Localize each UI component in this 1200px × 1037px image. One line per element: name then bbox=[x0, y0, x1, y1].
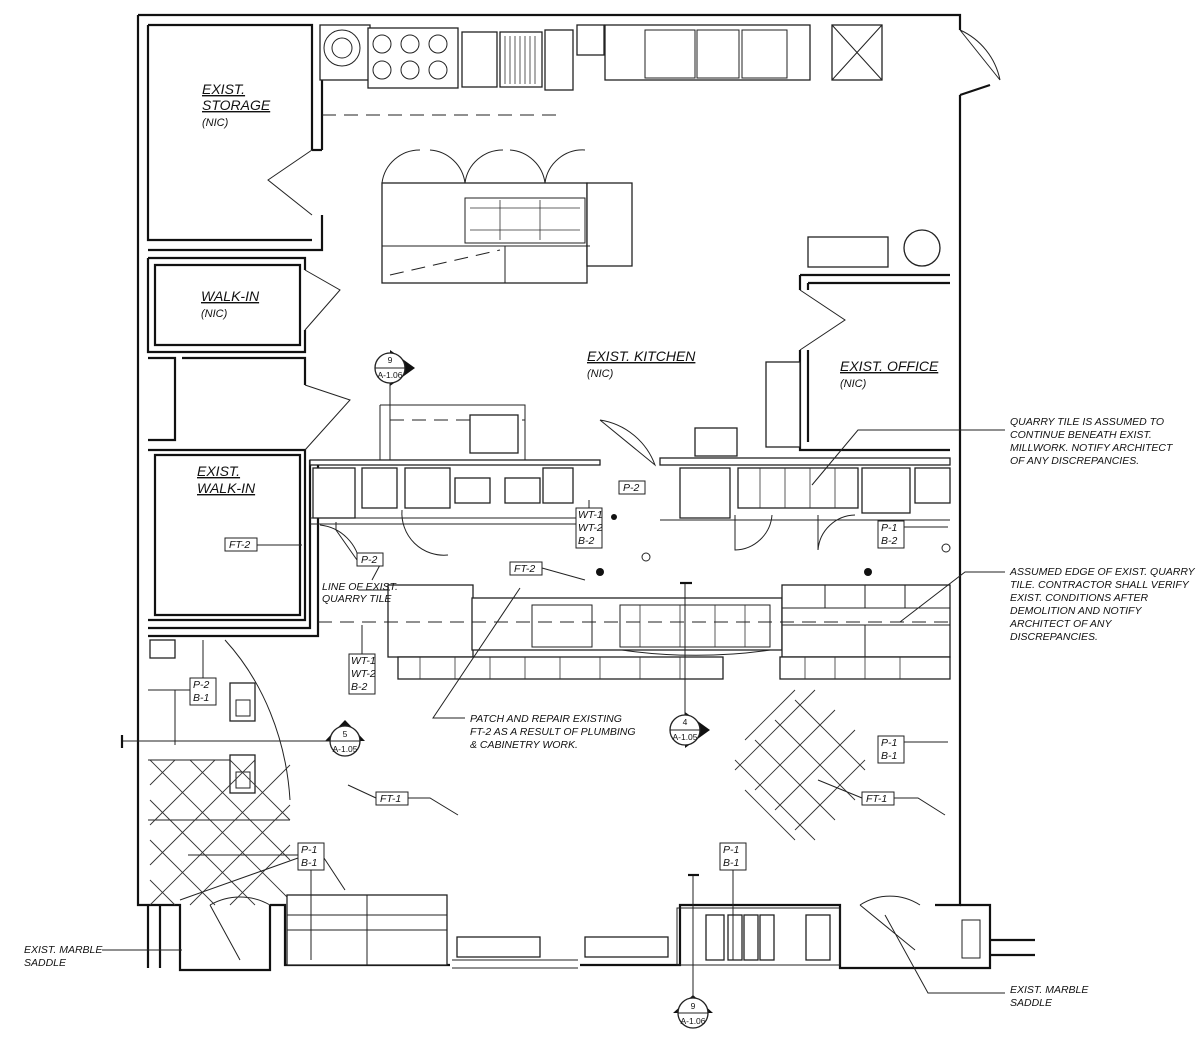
walkin-sub: (NIC) bbox=[201, 308, 228, 320]
line-counter bbox=[318, 584, 951, 680]
walkin2-label-2: WALK-IN bbox=[197, 480, 256, 496]
leader-line-quarry bbox=[358, 564, 390, 591]
section-markers: 9 A-1.06 5 A-1.05 4 A-1.05 bbox=[120, 350, 713, 1029]
tag-ft2-left: FT-2 bbox=[229, 539, 250, 551]
tag-p2-near: P-2 bbox=[361, 554, 378, 566]
sec-9-top-num: 9 bbox=[388, 355, 393, 365]
storage-label-1: EXIST. bbox=[202, 81, 245, 97]
tag-ft2-center: FT-2 bbox=[514, 563, 535, 575]
finish-tags: FT-2 FT-2 FT-1 FT-1 P-2 P-2 WT-1 WT-2 B-… bbox=[152, 480, 948, 960]
note-marble-left-2: SADDLE bbox=[24, 957, 67, 969]
leader-marble-right bbox=[884, 914, 1005, 994]
room-labels: EXIST. STORAGE (NIC) WALK-IN (NIC) EXIST… bbox=[197, 81, 939, 496]
tag-stack-b-2: WT-2 bbox=[351, 668, 376, 680]
tag-stack-c-2: B-2 bbox=[881, 535, 898, 547]
lower-left-area bbox=[148, 639, 320, 906]
tag-stack-d-1: P-2 bbox=[193, 679, 210, 691]
interior-walls bbox=[146, 23, 1001, 638]
tag-stack-e-1: P-1 bbox=[881, 737, 897, 749]
office-sub: (NIC) bbox=[840, 378, 867, 390]
top-equipment bbox=[319, 24, 883, 116]
section-9-top: 9 A-1.06 bbox=[374, 350, 415, 460]
note-quarry-4: OF ANY DISCREPANCIES. bbox=[1010, 455, 1139, 467]
tag-stack-b-3: B-2 bbox=[351, 681, 368, 693]
note-line-quarry-1: LINE OF EXIST. bbox=[322, 581, 398, 593]
sec-4-num: 4 bbox=[683, 717, 688, 727]
note-edge-1: ASSUMED EDGE OF EXIST. QUARRY bbox=[1009, 566, 1196, 578]
sec-5-num: 5 bbox=[343, 729, 348, 739]
tag-stack-b-1: WT-1 bbox=[351, 655, 376, 667]
note-edge-6: DISCREPANCIES. bbox=[1010, 631, 1098, 643]
sec-9-bottom-sheet: A-1.06 bbox=[680, 1016, 705, 1026]
office-label: EXIST. OFFICE bbox=[840, 358, 939, 374]
main-counter bbox=[309, 404, 951, 525]
sec-9-top-sheet: A-1.06 bbox=[377, 370, 402, 380]
storage-label-2: STORAGE bbox=[202, 97, 271, 113]
sec-9-bottom-num: 9 bbox=[691, 1001, 696, 1011]
general-notes: QUARRY TILE IS ASSUMED TO CONTINUE BENEA… bbox=[24, 416, 1196, 1009]
tag-stack-e-2: B-1 bbox=[881, 750, 897, 762]
leader-quarry bbox=[811, 429, 1005, 486]
note-edge-3: EXIST. CONDITIONS AFTER bbox=[1010, 592, 1148, 604]
note-quarry-3: MILLWORK. NOTIFY ARCHITECT bbox=[1010, 442, 1174, 454]
tag-stack-f-1: P-1 bbox=[301, 844, 317, 856]
office-cabinet bbox=[807, 236, 889, 268]
note-patch-3: & CABINETRY WORK. bbox=[470, 739, 578, 751]
tag-stack-g-1: P-1 bbox=[723, 844, 739, 856]
note-marble-right-2: SADDLE bbox=[1010, 997, 1053, 1009]
tag-ft1-left: FT-1 bbox=[380, 793, 401, 805]
storage-sub: (NIC) bbox=[202, 117, 229, 129]
note-edge-5: ARCHITECT OF ANY bbox=[1009, 618, 1113, 630]
floor-drain bbox=[641, 552, 651, 562]
floor-drain bbox=[611, 514, 617, 520]
sec-5-sheet: A-1.05 bbox=[332, 744, 357, 754]
sec-4-sheet: A-1.05 bbox=[672, 732, 697, 742]
tag-stack-a-3: B-2 bbox=[578, 535, 595, 547]
kitchen-sub: (NIC) bbox=[587, 368, 614, 380]
note-line-quarry-2: QUARRY TILE bbox=[322, 593, 392, 605]
note-marble-right-1: EXIST. MARBLE bbox=[1010, 984, 1089, 996]
note-patch-2: FT-2 AS A RESULT OF PLUMBING bbox=[470, 726, 636, 738]
round-fixture bbox=[903, 229, 941, 267]
leader-patch bbox=[432, 587, 521, 719]
doors bbox=[209, 149, 921, 961]
floor-drain bbox=[941, 543, 951, 553]
tag-stack-a-1: WT-1 bbox=[578, 509, 603, 521]
walkin2-label-1: EXIST. bbox=[197, 463, 240, 479]
tile-hatch-right bbox=[734, 689, 866, 841]
note-quarry-2: CONTINUE BENEATH EXIST. bbox=[1010, 429, 1152, 441]
tag-stack-d-2: B-1 bbox=[193, 692, 209, 704]
floor-drain bbox=[596, 568, 604, 576]
section-9-bottom: 9 A-1.06 bbox=[673, 873, 713, 1029]
tag-stack-a-2: WT-2 bbox=[578, 522, 603, 534]
center-island bbox=[381, 149, 633, 284]
kitchen-label: EXIST. KITCHEN bbox=[587, 348, 696, 364]
tag-stack-f-2: B-1 bbox=[301, 857, 317, 869]
section-5: 5 A-1.05 bbox=[120, 720, 365, 757]
section-4: 4 A-1.05 bbox=[669, 581, 710, 748]
bottom-furniture bbox=[286, 894, 841, 966]
walkin-label: WALK-IN bbox=[201, 288, 260, 304]
note-edge-2: TILE. CONTRACTOR SHALL VERIFY bbox=[1010, 579, 1190, 591]
tag-stack-g-2: B-1 bbox=[723, 857, 739, 869]
note-edge-4: DEMOLITION AND NOTIFY bbox=[1010, 605, 1142, 617]
tag-stack-c-1: P-1 bbox=[881, 522, 897, 534]
tag-p2-door: P-2 bbox=[623, 482, 640, 494]
floor-drain bbox=[864, 568, 872, 576]
leader-edge bbox=[899, 571, 1005, 623]
tag-ft1-right: FT-1 bbox=[866, 793, 887, 805]
note-patch-1: PATCH AND REPAIR EXISTING bbox=[470, 713, 622, 725]
note-quarry-1: QUARRY TILE IS ASSUMED TO bbox=[1010, 416, 1164, 428]
note-marble-left-1: EXIST. MARBLE bbox=[24, 944, 103, 956]
office-file bbox=[765, 361, 801, 448]
